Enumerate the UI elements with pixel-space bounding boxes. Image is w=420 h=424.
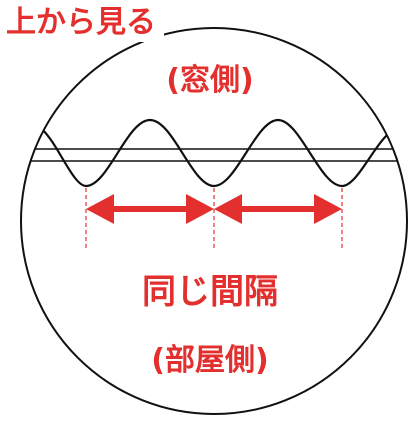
double-headed-arrow-icon <box>314 194 342 224</box>
equal-spacing-label: 同じ間隔 <box>142 272 278 312</box>
window-side-label: (窓側) <box>166 63 254 98</box>
page-title: 上から見る <box>0 4 164 42</box>
double-headed-arrow-icon <box>214 194 242 224</box>
double-headed-arrow-icon <box>186 194 214 224</box>
curtain-wave <box>21 118 401 188</box>
room-side-label: (部屋側) <box>151 343 269 378</box>
view-circle <box>20 27 408 415</box>
double-headed-arrow-icon <box>86 194 114 224</box>
